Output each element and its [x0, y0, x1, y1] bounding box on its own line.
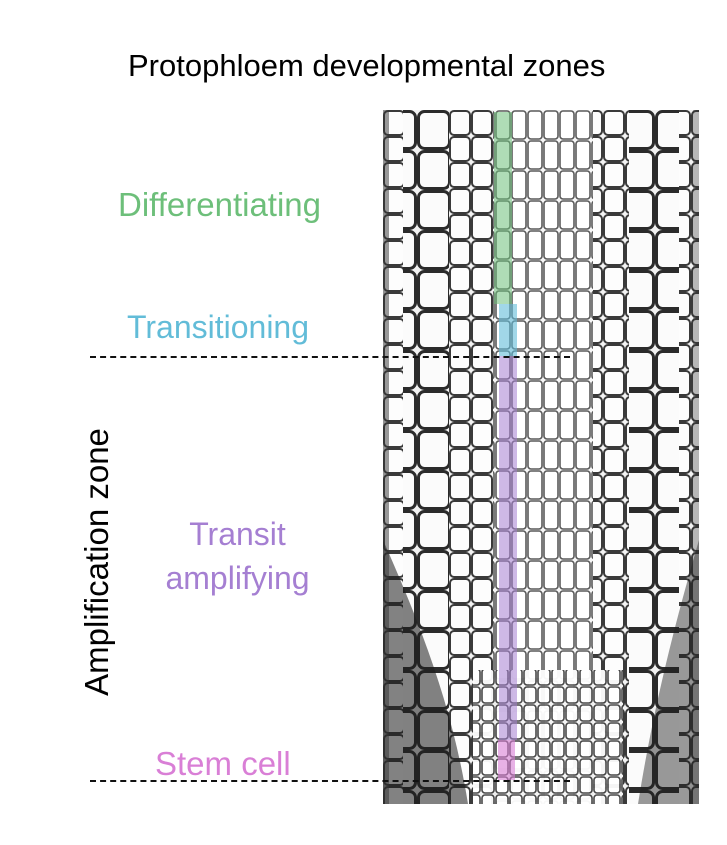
amplification-zone-label: Amplification zone [78, 428, 115, 696]
dashed-line-lower-boundary [90, 780, 570, 782]
label-transitioning: Transitioning [127, 309, 310, 345]
label-stem-cell: Stem cell [155, 745, 291, 782]
label-transit-amplifying: Transit amplifying [165, 516, 310, 596]
root-micrograph-image [383, 110, 699, 804]
figure-title: Protophloem developmental zones [128, 48, 606, 83]
protophloem-file [494, 112, 517, 780]
label-differentiating: Differentiating [118, 186, 322, 223]
dashed-line-upper-boundary [90, 356, 570, 358]
